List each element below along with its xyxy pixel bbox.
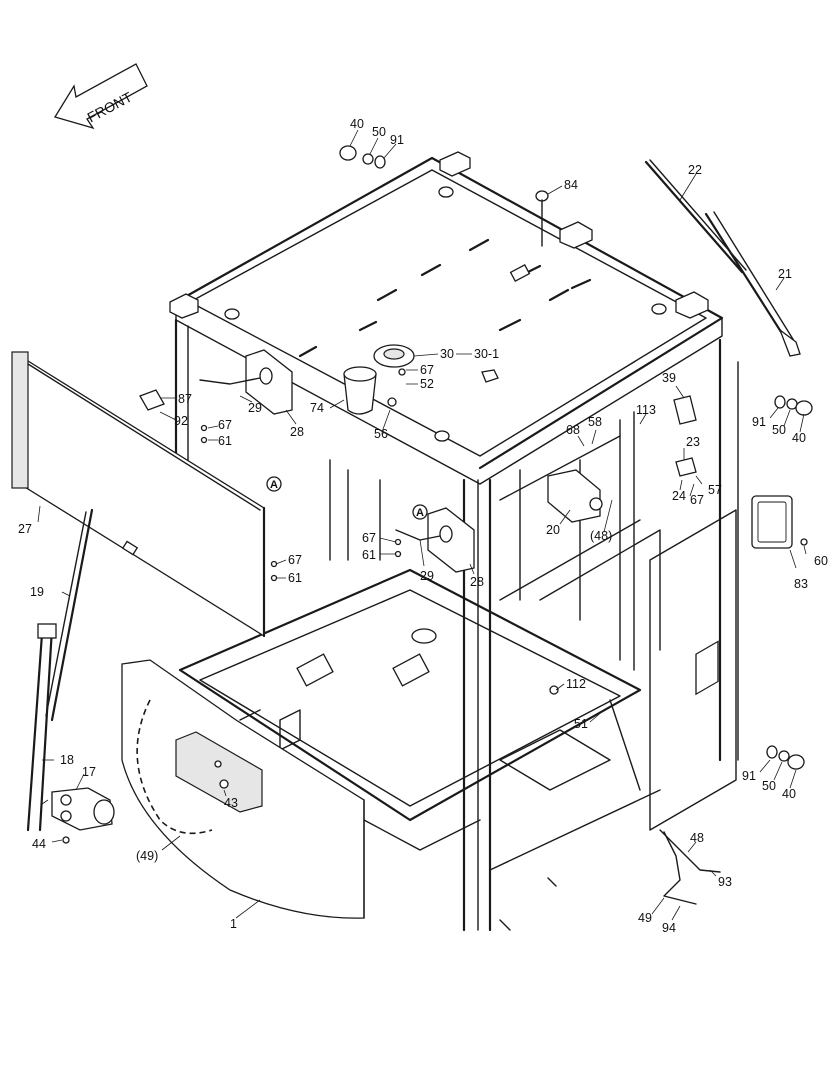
callout-52: 52 bbox=[420, 377, 434, 391]
callout-39: 39 bbox=[662, 371, 676, 385]
callout-30: 30 bbox=[440, 347, 454, 361]
cup-holder bbox=[343, 366, 377, 415]
wire-harness bbox=[609, 699, 721, 905]
callout-27: 27 bbox=[18, 522, 32, 536]
callout-61: 61 bbox=[362, 548, 376, 562]
callout-67: 67 bbox=[420, 363, 434, 377]
callout-48-paren: (48) bbox=[590, 529, 612, 543]
callout-58: 58 bbox=[588, 415, 602, 429]
front-wiper bbox=[26, 508, 94, 832]
callout-91: 91 bbox=[742, 769, 756, 783]
sun-visor-screen bbox=[11, 351, 266, 638]
callout-67: 67 bbox=[362, 531, 376, 545]
leader-lines bbox=[37, 129, 807, 921]
antenna-knob bbox=[535, 190, 549, 247]
callout-17: 17 bbox=[82, 765, 96, 779]
svg-text:A: A bbox=[270, 479, 278, 491]
callout-40: 40 bbox=[792, 431, 806, 445]
callout-29: 29 bbox=[248, 401, 262, 415]
callout-22: 22 bbox=[688, 163, 702, 177]
callout-67: 67 bbox=[218, 418, 232, 432]
callout-51: 51 bbox=[574, 717, 588, 731]
callout-21: 21 bbox=[778, 267, 792, 281]
callout-23: 23 bbox=[686, 435, 700, 449]
callout-24: 24 bbox=[672, 489, 686, 503]
callout-50: 50 bbox=[772, 423, 786, 437]
callout-113: 113 bbox=[636, 403, 656, 417]
callout-49: 49 bbox=[638, 911, 652, 925]
callout-61: 61 bbox=[288, 571, 302, 585]
callout-1: 1 bbox=[230, 917, 237, 931]
front-direction-arrow: FRONT bbox=[54, 63, 148, 130]
callout-60: 60 bbox=[814, 554, 828, 568]
callout-91: 91 bbox=[390, 133, 404, 147]
knob-right-lower bbox=[766, 745, 805, 770]
callout-87: 87 bbox=[178, 392, 192, 406]
knob-top bbox=[339, 145, 386, 169]
svg-text:A: A bbox=[416, 507, 424, 519]
callout-93: 93 bbox=[718, 875, 732, 889]
cab-frame bbox=[174, 318, 739, 932]
section-marker-a-left: A bbox=[266, 476, 282, 492]
mirror-left bbox=[199, 349, 293, 415]
section-marker-a-right: A bbox=[412, 504, 428, 520]
mirror-right bbox=[395, 507, 475, 573]
callout-61: 61 bbox=[218, 434, 232, 448]
callout-67: 67 bbox=[690, 493, 704, 507]
callout-19: 19 bbox=[30, 585, 44, 599]
front-lower-panel bbox=[121, 659, 365, 919]
callout-56: 56 bbox=[374, 427, 388, 441]
knob-right-upper bbox=[774, 395, 813, 416]
callout-18: 18 bbox=[60, 753, 74, 767]
callout-40: 40 bbox=[350, 117, 364, 131]
callouts: 40 50 91 84 22 21 30 30-1 67 52 74 56 87… bbox=[18, 117, 828, 935]
callout-74: 74 bbox=[310, 401, 324, 415]
callout-20: 20 bbox=[546, 523, 560, 537]
callout-28: 28 bbox=[290, 425, 304, 439]
callout-91: 91 bbox=[752, 415, 766, 429]
callout-28: 28 bbox=[470, 575, 484, 589]
callout-67: 67 bbox=[288, 553, 302, 567]
fasteners bbox=[62, 368, 808, 844]
callout-43: 43 bbox=[224, 796, 238, 810]
room-lamp bbox=[373, 344, 499, 383]
callout-40: 40 bbox=[782, 787, 796, 801]
callout-112: 112 bbox=[566, 677, 586, 691]
callout-68: 68 bbox=[566, 423, 580, 437]
callout-94: 94 bbox=[662, 921, 676, 935]
callout-29: 29 bbox=[420, 569, 434, 583]
cab-roof bbox=[169, 151, 724, 485]
side-cover bbox=[751, 495, 793, 549]
callout-92: 92 bbox=[174, 414, 188, 428]
callout-48: 48 bbox=[690, 831, 704, 845]
rear-wiper bbox=[644, 159, 801, 357]
washer-nozzle bbox=[673, 395, 697, 477]
wiper-motor bbox=[51, 787, 115, 831]
wiper-motor-rear bbox=[547, 469, 603, 523]
callout-50: 50 bbox=[762, 779, 776, 793]
callout-30-1: 30-1 bbox=[474, 347, 499, 361]
callout-57: 57 bbox=[708, 483, 722, 497]
callout-49-paren: (49) bbox=[136, 849, 158, 863]
callout-50: 50 bbox=[372, 125, 386, 139]
callout-44: 44 bbox=[32, 837, 46, 851]
callout-83: 83 bbox=[794, 577, 808, 591]
callout-84: 84 bbox=[564, 178, 578, 192]
